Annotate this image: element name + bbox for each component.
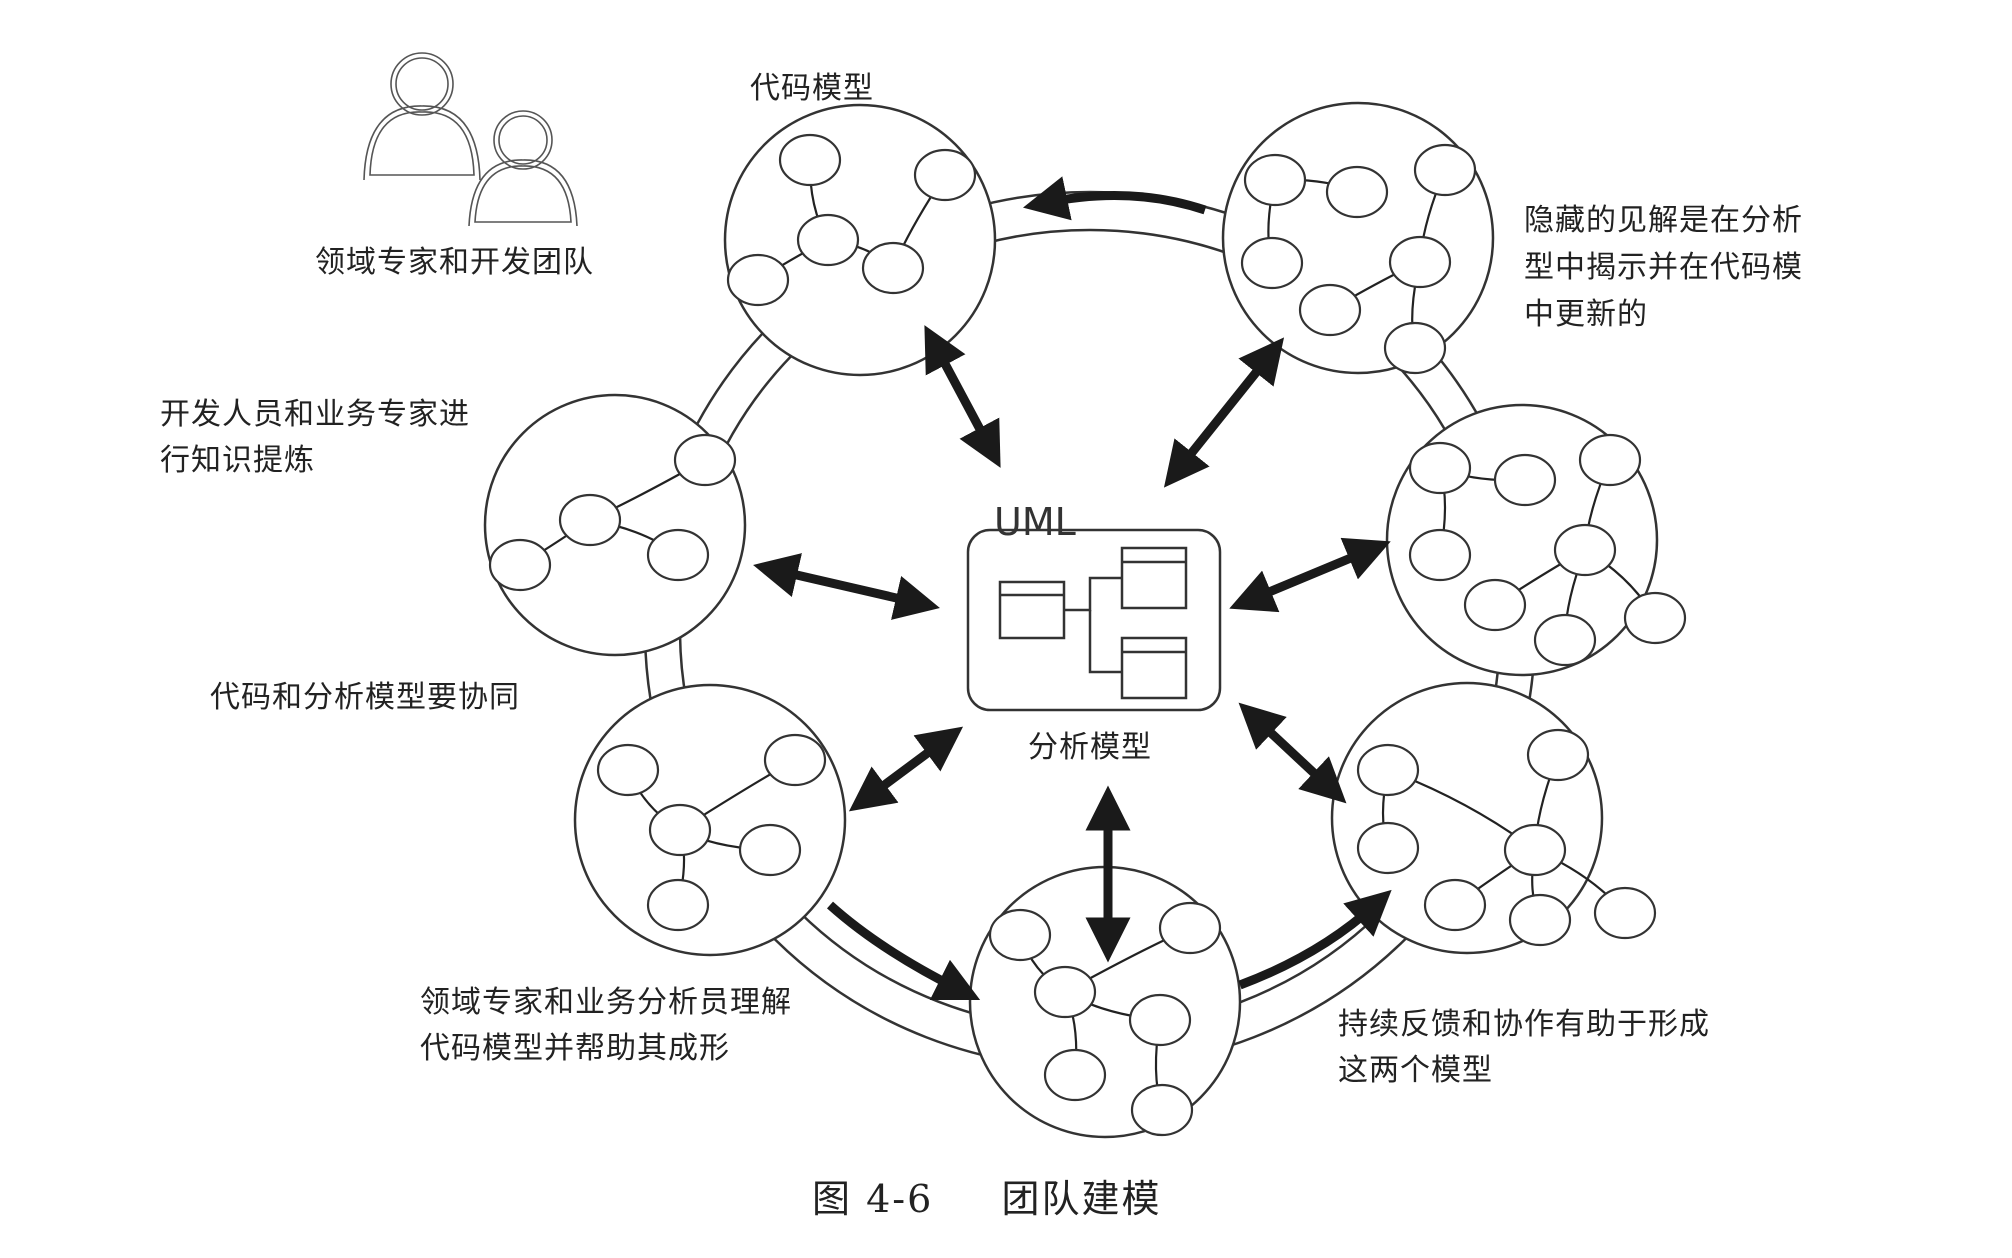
- arrow-bottom-right: [1238, 702, 1347, 804]
- model-node: [1623, 591, 1687, 645]
- model-node: [1158, 901, 1222, 955]
- label-center-analysis-model: 分析模型: [1028, 730, 1152, 765]
- label-feedback-1: 持续反馈和协作有助于形成: [1338, 1007, 1710, 1042]
- model-node: [1383, 321, 1447, 375]
- model-node: [1508, 893, 1572, 947]
- model-node: [1043, 1048, 1107, 1102]
- model-node: [1408, 528, 1472, 582]
- label-hidden-insight-3: 中更新的: [1524, 297, 1648, 332]
- model-node: [796, 213, 860, 267]
- model-node: [1240, 236, 1304, 290]
- flow-arrows: [826, 176, 1392, 1001]
- figure-caption: 图 4-6 团队建模: [812, 1168, 1161, 1223]
- label-feedback-2: 这两个模型: [1338, 1053, 1493, 1088]
- arrow-right: [1229, 537, 1391, 613]
- uml-title: UML: [994, 500, 1076, 544]
- model-node: [738, 823, 802, 877]
- label-knowledge-crunch-2: 行知识提炼: [160, 443, 315, 478]
- model-node: [1356, 743, 1420, 797]
- arrow-code-model: [924, 325, 1001, 468]
- model-node: [488, 538, 552, 592]
- model-node: [1553, 523, 1617, 577]
- model-cluster: [723, 103, 997, 377]
- model-node: [778, 133, 842, 187]
- model-node: [1128, 993, 1192, 1047]
- center-arrows: [753, 325, 1391, 963]
- model-cluster: [1330, 681, 1657, 955]
- model-node: [1463, 578, 1527, 632]
- people-icon: [363, 52, 578, 227]
- model-node: [1526, 728, 1590, 782]
- caption-number: 图 4-6: [812, 1177, 934, 1221]
- arrow-top-right: [1163, 337, 1285, 488]
- model-node: [673, 433, 737, 487]
- model-node: [1493, 453, 1557, 507]
- model-cluster: [968, 865, 1242, 1139]
- model-node: [558, 493, 622, 547]
- model-node: [646, 878, 710, 932]
- label-hidden-insight-1: 隐藏的见解是在分析: [1524, 203, 1803, 238]
- caption-title: 团队建模: [1001, 1177, 1162, 1221]
- model-node: [1388, 235, 1452, 289]
- model-node: [1413, 143, 1477, 197]
- label-hidden-insight-2: 型中揭示并在代码模: [1524, 250, 1803, 285]
- model-cluster: [1385, 403, 1687, 677]
- label-analysts-2: 代码模型并帮助其成形: [420, 1031, 730, 1066]
- model-node: [596, 743, 660, 797]
- model-cluster: [483, 393, 747, 657]
- model-node: [913, 148, 977, 202]
- model-node: [1356, 821, 1420, 875]
- flow-arrow-bottom-right: [1238, 889, 1392, 990]
- model-node: [1423, 878, 1487, 932]
- model-node: [1578, 433, 1642, 487]
- label-sync: 代码和分析模型要协同: [210, 680, 520, 715]
- label-analysts-1: 领域专家和业务分析员理解: [420, 985, 792, 1020]
- model-node: [1243, 153, 1307, 207]
- model-node: [1503, 823, 1567, 877]
- uml-class-diagram-icon: [966, 528, 1222, 712]
- model-node: [988, 908, 1052, 962]
- label-code-model: 代码模型: [750, 71, 874, 106]
- model-cluster: [1221, 101, 1495, 375]
- model-node: [1130, 1083, 1194, 1137]
- model-node: [763, 733, 827, 787]
- model-node: [1593, 886, 1657, 940]
- model-node: [1408, 441, 1472, 495]
- arrow-bottom-left: [848, 726, 964, 812]
- model-node: [1533, 613, 1597, 667]
- flow-arrow-top: [1022, 176, 1207, 221]
- label-knowledge-crunch-1: 开发人员和业务专家进: [160, 397, 470, 432]
- model-node: [1325, 165, 1389, 219]
- model-clusters: [483, 101, 1687, 1139]
- arrow-left: [753, 553, 940, 620]
- model-node: [1033, 965, 1097, 1019]
- model-node: [1298, 283, 1362, 337]
- model-node: [648, 803, 712, 857]
- flow-arrow-bottom-left: [826, 901, 981, 1001]
- model-node: [861, 241, 925, 295]
- label-experts-team: 领域专家和开发团队: [315, 245, 594, 280]
- model-node: [646, 528, 710, 582]
- model-node: [726, 253, 790, 307]
- model-cluster: [573, 683, 847, 957]
